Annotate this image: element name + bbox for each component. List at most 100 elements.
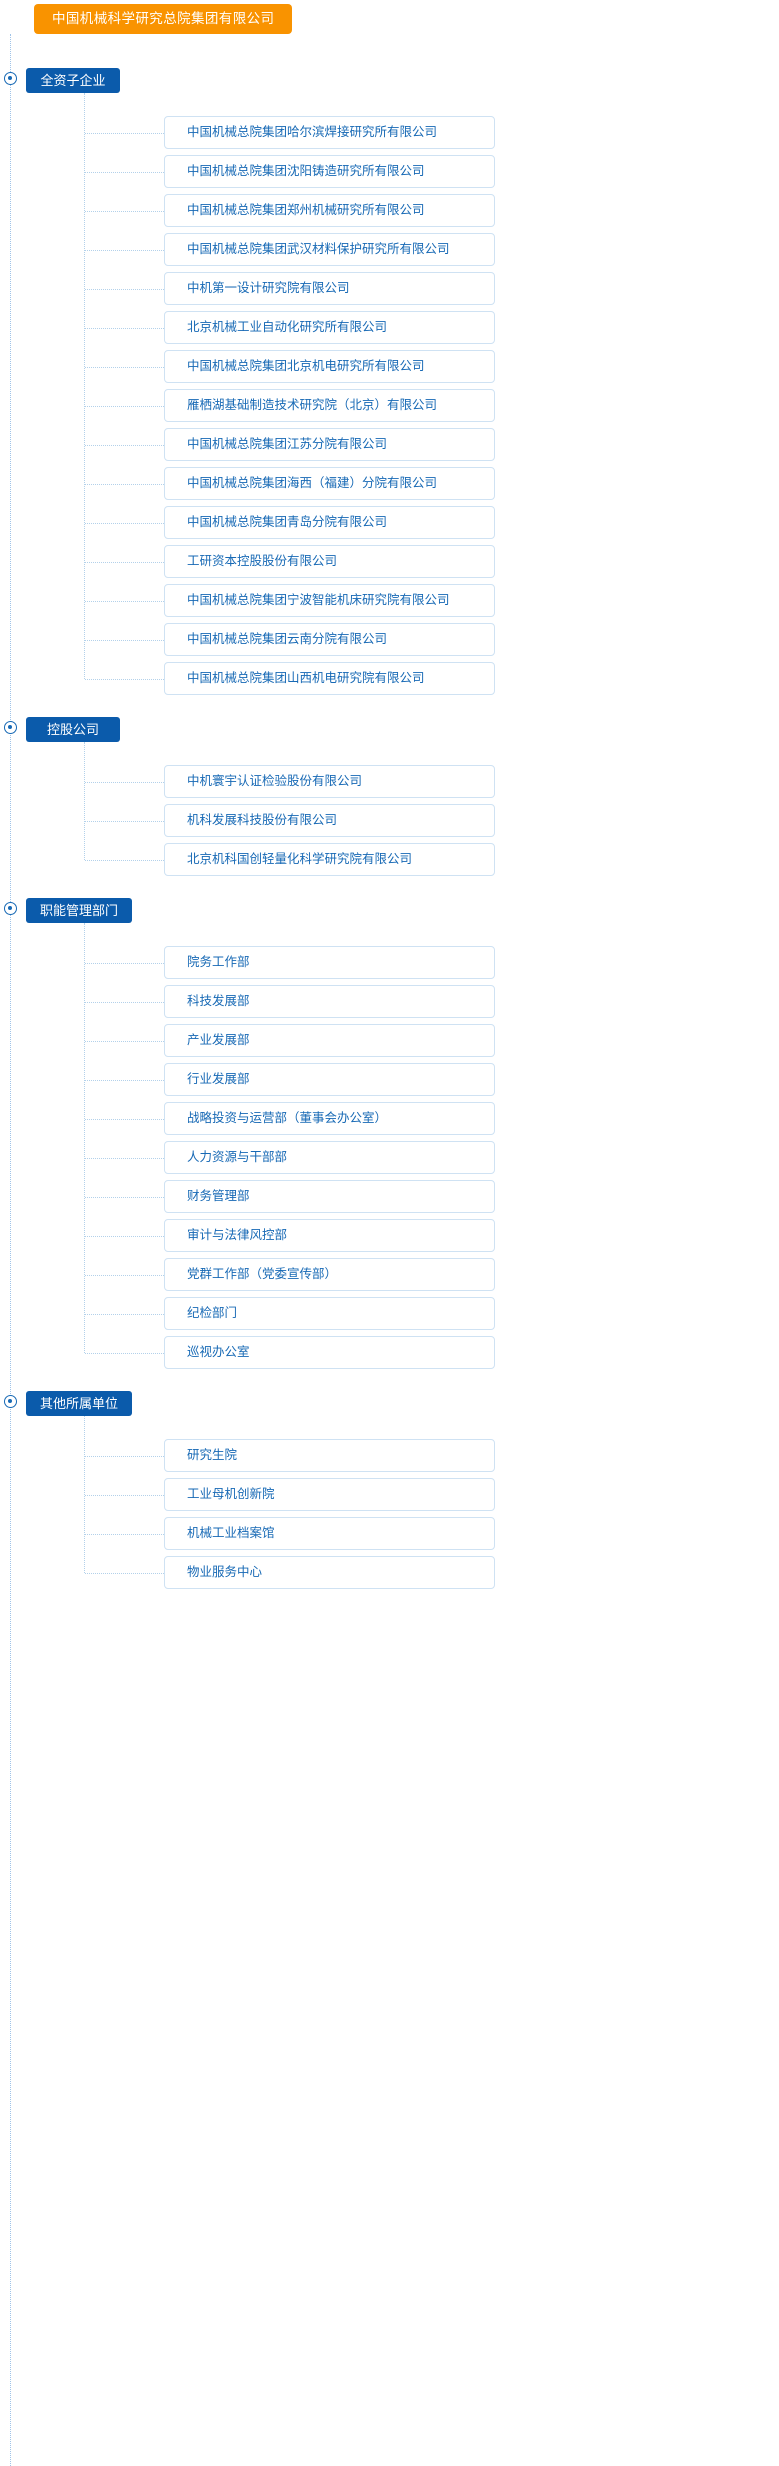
item-connector-line [85,1353,164,1354]
org-item-card-2-2[interactable]: 产业发展部 [164,1024,495,1057]
org-item-card-2-3[interactable]: 行业发展部 [164,1063,495,1096]
item-connector-line [85,445,164,446]
group-label-1[interactable]: 控股公司 [26,717,120,742]
group-label-3[interactable]: 其他所属单位 [26,1391,133,1416]
item-connector-line [85,1236,164,1237]
tree-node-marker-icon-1[interactable] [4,721,17,734]
tree-spine-line [10,34,11,2466]
org-item-card-1-1[interactable]: 机科发展科技股份有限公司 [164,804,495,837]
org-item-card-3-1[interactable]: 工业母机创新院 [164,1478,495,1511]
org-item-card-3-2[interactable]: 机械工业档案馆 [164,1517,495,1550]
item-connector-line [85,484,164,485]
org-item-row-0-0: 中国机械总院集团哈尔滨焊接研究所有限公司 [0,114,779,153]
org-item-row-0-10: 中国机械总院集团青岛分院有限公司 [0,504,779,543]
org-item-row-0-6: 中国机械总院集团北京机电研究所有限公司 [0,348,779,387]
group-label-2[interactable]: 职能管理部门 [26,898,133,923]
tree-node-marker-icon-3[interactable] [4,1395,17,1408]
group-branch-line [84,923,85,1353]
org-item-card-0-6[interactable]: 中国机械总院集团北京机电研究所有限公司 [164,350,495,383]
item-connector-line [85,1534,164,1535]
org-item-card-0-7[interactable]: 雁栖湖基础制造技术研究院（北京）有限公司 [164,389,495,422]
item-connector-line [85,1080,164,1081]
org-item-card-0-10[interactable]: 中国机械总院集团青岛分院有限公司 [164,506,495,539]
org-item-label-0-8: 中国机械总院集团江苏分院有限公司 [187,437,388,451]
org-item-card-2-7[interactable]: 审计与法律风控部 [164,1219,495,1252]
org-item-card-0-13[interactable]: 中国机械总院集团云南分院有限公司 [164,623,495,656]
org-item-row-0-1: 中国机械总院集团沈阳铸造研究所有限公司 [0,153,779,192]
org-item-card-2-6[interactable]: 财务管理部 [164,1180,495,1213]
org-item-card-0-4[interactable]: 中机第一设计研究院有限公司 [164,272,495,305]
group-label-0[interactable]: 全资子企业 [26,68,120,93]
group-items: 中国机械总院集团哈尔滨焊接研究所有限公司 中国机械总院集团沈阳铸造研究所有限公司… [0,93,779,699]
group-branch-line [84,93,85,679]
root-row: 中国机械科学研究总院集团有限公司 [0,0,779,50]
item-connector-line [85,328,164,329]
org-item-label-3-1: 工业母机创新院 [187,1487,275,1501]
org-item-row-0-14: 中国机械总院集团山西机电研究院有限公司 [0,660,779,699]
org-item-card-2-5[interactable]: 人力资源与干部部 [164,1141,495,1174]
org-item-label-0-2: 中国机械总院集团郑州机械研究所有限公司 [187,203,425,217]
org-item-card-3-3[interactable]: 物业服务中心 [164,1556,495,1589]
org-item-card-2-9[interactable]: 纪检部门 [164,1297,495,1330]
group-branch-line [84,742,85,860]
org-item-label-3-2: 机械工业档案馆 [187,1526,275,1540]
org-item-row-2-2: 产业发展部 [0,1022,779,1061]
org-item-card-0-5[interactable]: 北京机械工业自动化研究所有限公司 [164,311,495,344]
org-item-card-3-0[interactable]: 研究生院 [164,1439,495,1472]
org-group-2: 职能管理部门 院务工作部 科技发展部 产业发展部 行业发展部 战略投资与运营部（… [0,880,779,1373]
org-item-card-1-2[interactable]: 北京机科国创轻量化科学研究院有限公司 [164,843,495,876]
org-item-row-3-0: 研究生院 [0,1437,779,1476]
group-header-row: 职能管理部门 [0,880,779,944]
org-item-row-2-4: 战略投资与运营部（董事会办公室） [0,1100,779,1139]
item-connector-line [85,1119,164,1120]
org-item-row-3-3: 物业服务中心 [0,1554,779,1593]
item-connector-line [85,133,164,134]
org-item-label-0-1: 中国机械总院集团沈阳铸造研究所有限公司 [187,164,425,178]
tree-node-marker-icon-2[interactable] [4,902,17,915]
org-item-card-0-12[interactable]: 中国机械总院集团宁波智能机床研究院有限公司 [164,584,495,617]
item-connector-line [85,679,164,680]
org-group-3: 其他所属单位 研究生院 工业母机创新院 机械工业档案馆 物业服务中心 [0,1373,779,1593]
item-connector-line [85,562,164,563]
org-item-card-0-14[interactable]: 中国机械总院集团山西机电研究院有限公司 [164,662,495,695]
org-item-row-1-1: 机科发展科技股份有限公司 [0,802,779,841]
org-item-card-1-0[interactable]: 中机寰宇认证检验股份有限公司 [164,765,495,798]
org-item-row-0-7: 雁栖湖基础制造技术研究院（北京）有限公司 [0,387,779,426]
item-connector-line [85,860,164,861]
org-group-1: 控股公司 中机寰宇认证检验股份有限公司 机科发展科技股份有限公司 北京机科国创轻… [0,699,779,880]
item-connector-line [85,782,164,783]
org-item-label-2-6: 财务管理部 [187,1189,250,1203]
org-item-card-0-11[interactable]: 工研资本控股股份有限公司 [164,545,495,578]
org-item-row-2-3: 行业发展部 [0,1061,779,1100]
tree-node-marker-icon-0[interactable] [4,72,17,85]
root-node-company[interactable]: 中国机械科学研究总院集团有限公司 [34,4,293,34]
item-connector-line [85,1275,164,1276]
org-item-card-0-9[interactable]: 中国机械总院集团海西（福建）分院有限公司 [164,467,495,500]
org-item-label-0-0: 中国机械总院集团哈尔滨焊接研究所有限公司 [187,125,438,139]
item-connector-line [85,1314,164,1315]
item-connector-line [85,821,164,822]
item-connector-line [85,250,164,251]
org-item-row-2-10: 巡视办公室 [0,1334,779,1373]
org-item-card-0-8[interactable]: 中国机械总院集团江苏分院有限公司 [164,428,495,461]
group-header-row: 其他所属单位 [0,1373,779,1437]
org-item-card-0-1[interactable]: 中国机械总院集团沈阳铸造研究所有限公司 [164,155,495,188]
org-item-card-2-10[interactable]: 巡视办公室 [164,1336,495,1369]
org-item-card-2-4[interactable]: 战略投资与运营部（董事会办公室） [164,1102,495,1135]
item-connector-line [85,1495,164,1496]
org-item-card-0-0[interactable]: 中国机械总院集团哈尔滨焊接研究所有限公司 [164,116,495,149]
org-item-label-2-4: 战略投资与运营部（董事会办公室） [187,1111,388,1125]
org-item-label-0-9: 中国机械总院集团海西（福建）分院有限公司 [187,476,438,490]
org-item-row-2-8: 党群工作部（党委宣传部） [0,1256,779,1295]
org-item-row-2-7: 审计与法律风控部 [0,1217,779,1256]
org-item-card-0-2[interactable]: 中国机械总院集团郑州机械研究所有限公司 [164,194,495,227]
org-item-row-0-5: 北京机械工业自动化研究所有限公司 [0,309,779,348]
item-connector-line [85,172,164,173]
org-item-card-0-3[interactable]: 中国机械总院集团武汉材料保护研究所有限公司 [164,233,495,266]
org-item-label-0-7: 雁栖湖基础制造技术研究院（北京）有限公司 [187,398,438,412]
org-item-card-2-8[interactable]: 党群工作部（党委宣传部） [164,1258,495,1291]
org-item-card-2-1[interactable]: 科技发展部 [164,985,495,1018]
org-item-label-0-4: 中机第一设计研究院有限公司 [187,281,350,295]
org-item-card-2-0[interactable]: 院务工作部 [164,946,495,979]
